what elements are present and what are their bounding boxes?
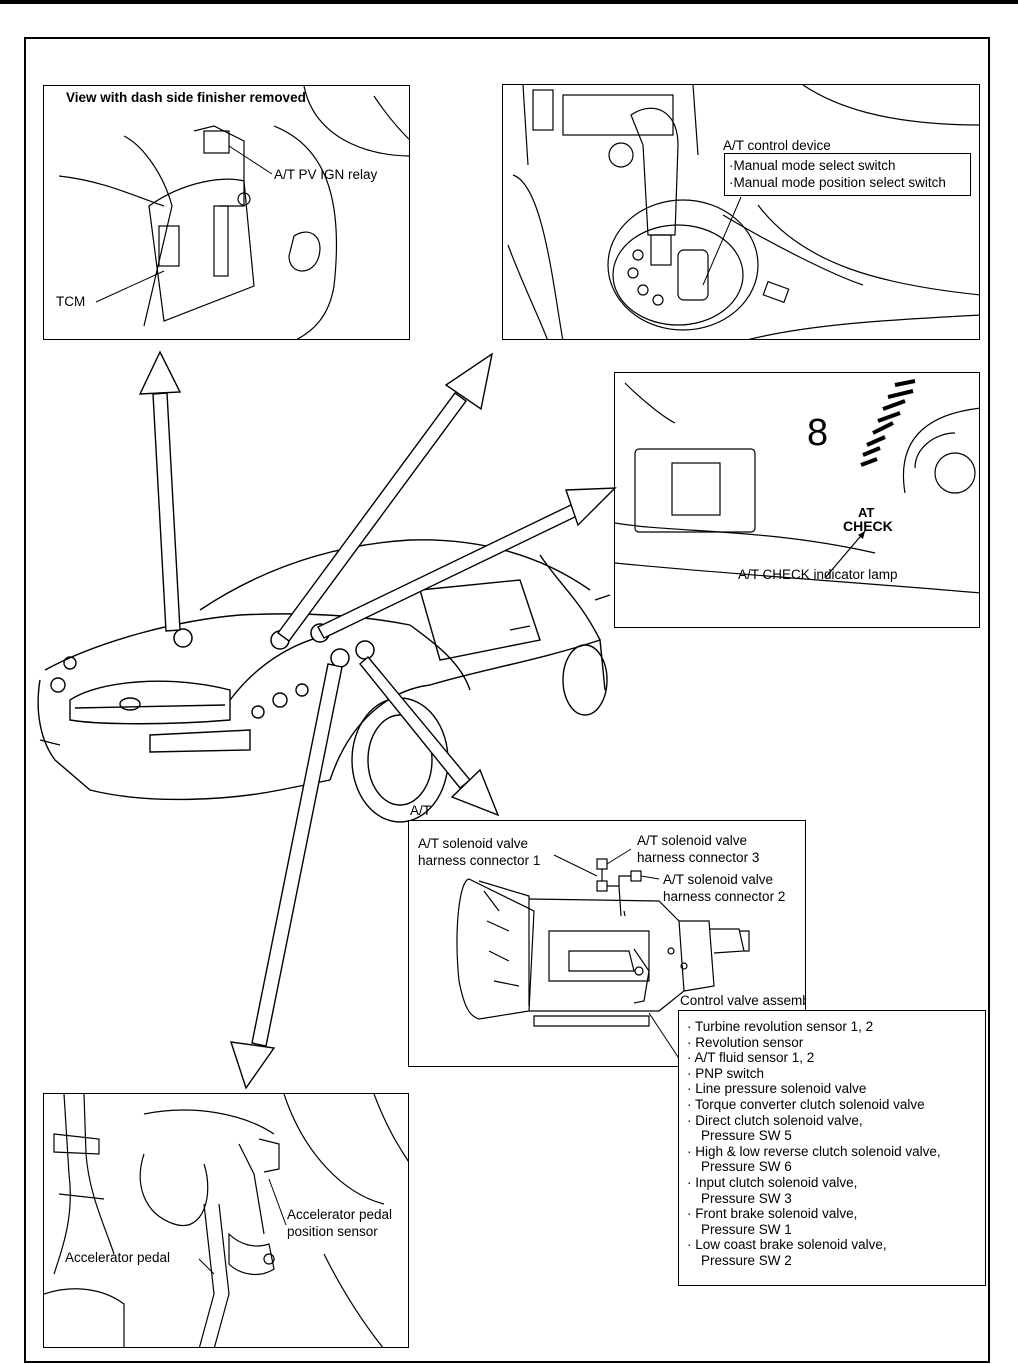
control-device-switch-box: ·Manual mode select switch ·Manual mode …	[724, 153, 971, 196]
relay-label: A/T PV IGN relay	[274, 167, 378, 182]
connector-3-line2: harness connector 3	[637, 850, 760, 865]
manual-mode-position-select-switch: ·Manual mode position select switch	[729, 175, 946, 190]
pedal-illustration	[44, 1094, 408, 1347]
component-item: · Direct clutch solenoid valve,	[687, 1112, 863, 1128]
connector-1-line2: harness connector 1	[418, 853, 541, 868]
panel-tcm: View with dash side finisher removed A/T…	[43, 85, 410, 340]
component-list: · Turbine revolution sensor 1, 2 · Revol…	[678, 1010, 986, 1286]
pedal-sensor-line2: position sensor	[287, 1224, 378, 1239]
panel-meter: 8 AT CHECK A/T CHECK indicator lamp	[614, 372, 980, 628]
tcm-label: TCM	[56, 294, 86, 309]
accelerator-pedal-label: Accelerator pedal	[65, 1250, 171, 1265]
tcm-illustration	[58, 86, 409, 339]
top-rule	[0, 0, 1018, 4]
component-item: · Front brake solenoid valve,	[687, 1206, 858, 1222]
component-item: · Torque converter clutch solenoid valve	[687, 1096, 925, 1112]
component-item: · High & low reverse clutch solenoid val…	[687, 1143, 941, 1159]
at-check-indicator-label: A/T CHECK indicator lamp	[738, 567, 898, 582]
panel-at: A/T solenoid valve harness connector 1 A…	[408, 820, 806, 1067]
component-item-sub: Pressure SW 5	[701, 1128, 792, 1144]
transmission-illustration	[456, 848, 750, 1066]
diagram-frame	[24, 37, 990, 1363]
component-item: · Input clutch solenoid valve,	[687, 1174, 858, 1190]
shifter-illustration	[507, 85, 979, 339]
at-check-lamp-at: AT	[858, 505, 875, 520]
connector-3-line1: A/T solenoid valve	[637, 833, 748, 848]
panel-pedal: Accelerator pedal position sensor Accele…	[43, 1093, 409, 1348]
component-item: · Revolution sensor	[687, 1034, 804, 1050]
control-valve-label: Control valve assembly	[680, 993, 806, 1008]
gauge-number: 8	[807, 412, 829, 454]
control-device-title: A/T control device	[723, 138, 831, 153]
component-item-sub: Pressure SW 2	[701, 1252, 792, 1268]
component-item: · Turbine revolution sensor 1, 2	[687, 1019, 874, 1034]
component-item: · A/T fluid sensor 1, 2	[687, 1050, 815, 1066]
connector-2-line1: A/T solenoid valve	[663, 872, 774, 887]
component-item: · Low coast brake solenoid valve,	[687, 1237, 887, 1253]
panel-control-device: A/T control device	[502, 84, 980, 340]
component-item: · PNP switch	[687, 1065, 765, 1081]
tcm-panel-title: View with dash side finisher removed	[66, 90, 306, 105]
manual-mode-select-switch: ·Manual mode select switch	[729, 158, 896, 173]
at-check-lamp-check: CHECK	[843, 518, 893, 534]
component-item-sub: Pressure SW 3	[701, 1190, 792, 1206]
meter-illustration	[615, 379, 979, 594]
component-item-sub: Pressure SW 1	[701, 1221, 792, 1237]
connector-1-line1: A/T solenoid valve	[418, 836, 529, 851]
pedal-sensor-line1: Accelerator pedal	[287, 1207, 393, 1222]
at-title: A/T	[410, 803, 432, 818]
component-item-sub: Pressure SW 6	[701, 1159, 792, 1175]
connector-2-line2: harness connector 2	[663, 889, 786, 904]
component-item: · Line pressure solenoid valve	[687, 1081, 867, 1097]
